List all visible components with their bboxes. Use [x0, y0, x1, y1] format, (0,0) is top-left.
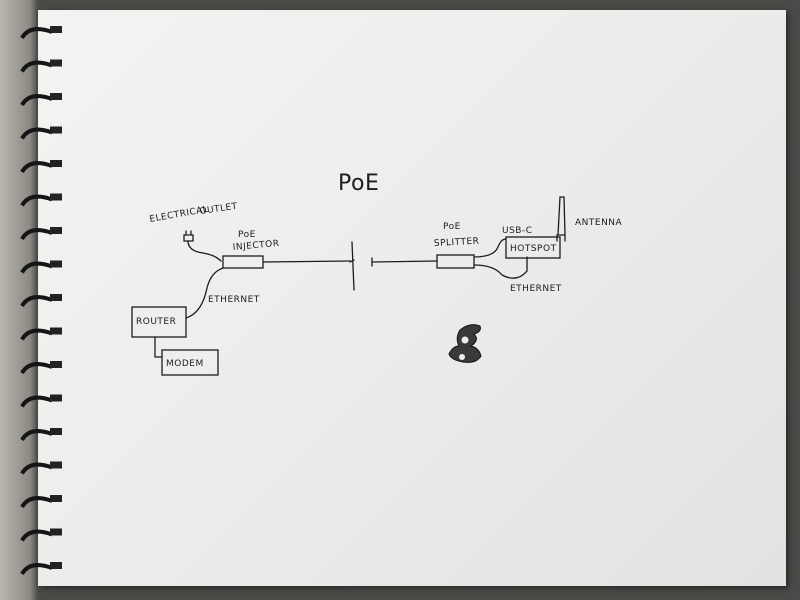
plug-icon: [183, 230, 222, 262]
hotspot-label: HOTSPOT: [510, 244, 557, 254]
poe-splitter: [436, 254, 475, 269]
binding-hole: [50, 93, 62, 100]
antenna-label: ANTENNA: [575, 218, 623, 228]
spiral-ring: [20, 395, 53, 408]
router-box: [131, 306, 187, 338]
spiral-ring: [20, 462, 53, 475]
binding-hole: [50, 227, 62, 234]
binding-hole: [50, 495, 62, 502]
usbc-cable: [473, 238, 507, 258]
cable-long: [262, 260, 438, 263]
spiral-ring: [20, 228, 53, 241]
spiral-ring: [20, 362, 53, 375]
cable-break: [349, 241, 373, 291]
modem-box: [161, 349, 219, 376]
binding-hole: [50, 428, 62, 435]
router-modem-cable: [154, 336, 163, 358]
spiral-ring: [20, 60, 53, 73]
binding-hole: [50, 260, 62, 268]
spiral-ring: [20, 563, 53, 576]
spiral-ring: [20, 94, 53, 107]
binding-hole: [50, 160, 62, 167]
ethernet-cable-right: [473, 256, 528, 279]
binding-hole: [50, 126, 62, 134]
binding-hole: [50, 394, 62, 402]
ethernet-cable-left: [185, 267, 224, 319]
spiral-ring: [20, 496, 53, 509]
binding-hole: [50, 361, 62, 368]
binding-hole: [50, 26, 62, 33]
binding-hole: [50, 461, 62, 469]
binding-hole: [50, 327, 62, 335]
spiral-ring: [20, 261, 53, 274]
binding-hole: [50, 528, 62, 536]
ethernet-label-left: ETHERNET: [208, 295, 260, 305]
diagram-title: PoE: [338, 171, 379, 196]
antenna-icon: [556, 196, 566, 242]
binding-hole: [50, 294, 62, 301]
usbc-label: USB-C: [502, 226, 533, 236]
spiral-ring: [20, 27, 53, 40]
router-label: ROUTER: [136, 317, 176, 327]
hotspot-box: [505, 236, 561, 259]
spiral-ring: [20, 194, 53, 207]
injector-label-2: INJECTOR: [232, 239, 280, 253]
spiral-ring: [20, 295, 53, 308]
ethernet-label-right: ETHERNET: [510, 284, 562, 294]
spiral-ring: [20, 127, 53, 140]
binding-hole: [50, 193, 62, 201]
spiral-ring: [20, 429, 53, 442]
spiral-binding: [20, 26, 62, 576]
splitter-label-2: SPLITTER: [434, 237, 480, 249]
spiral-ring: [20, 328, 53, 341]
logo-sticker: [448, 324, 482, 363]
outlet-label-2: OUTLET: [199, 202, 238, 217]
binding-hole: [50, 59, 62, 67]
binding-hole: [50, 562, 62, 569]
spiral-ring: [20, 161, 53, 174]
spiral-ring: [20, 529, 53, 542]
splitter-label-1: PoE: [443, 222, 461, 232]
poe-injector: [222, 255, 264, 269]
sketchbook-page: [38, 10, 786, 586]
injector-label-1: PoE: [238, 230, 256, 240]
modem-label: MODEM: [166, 359, 204, 369]
